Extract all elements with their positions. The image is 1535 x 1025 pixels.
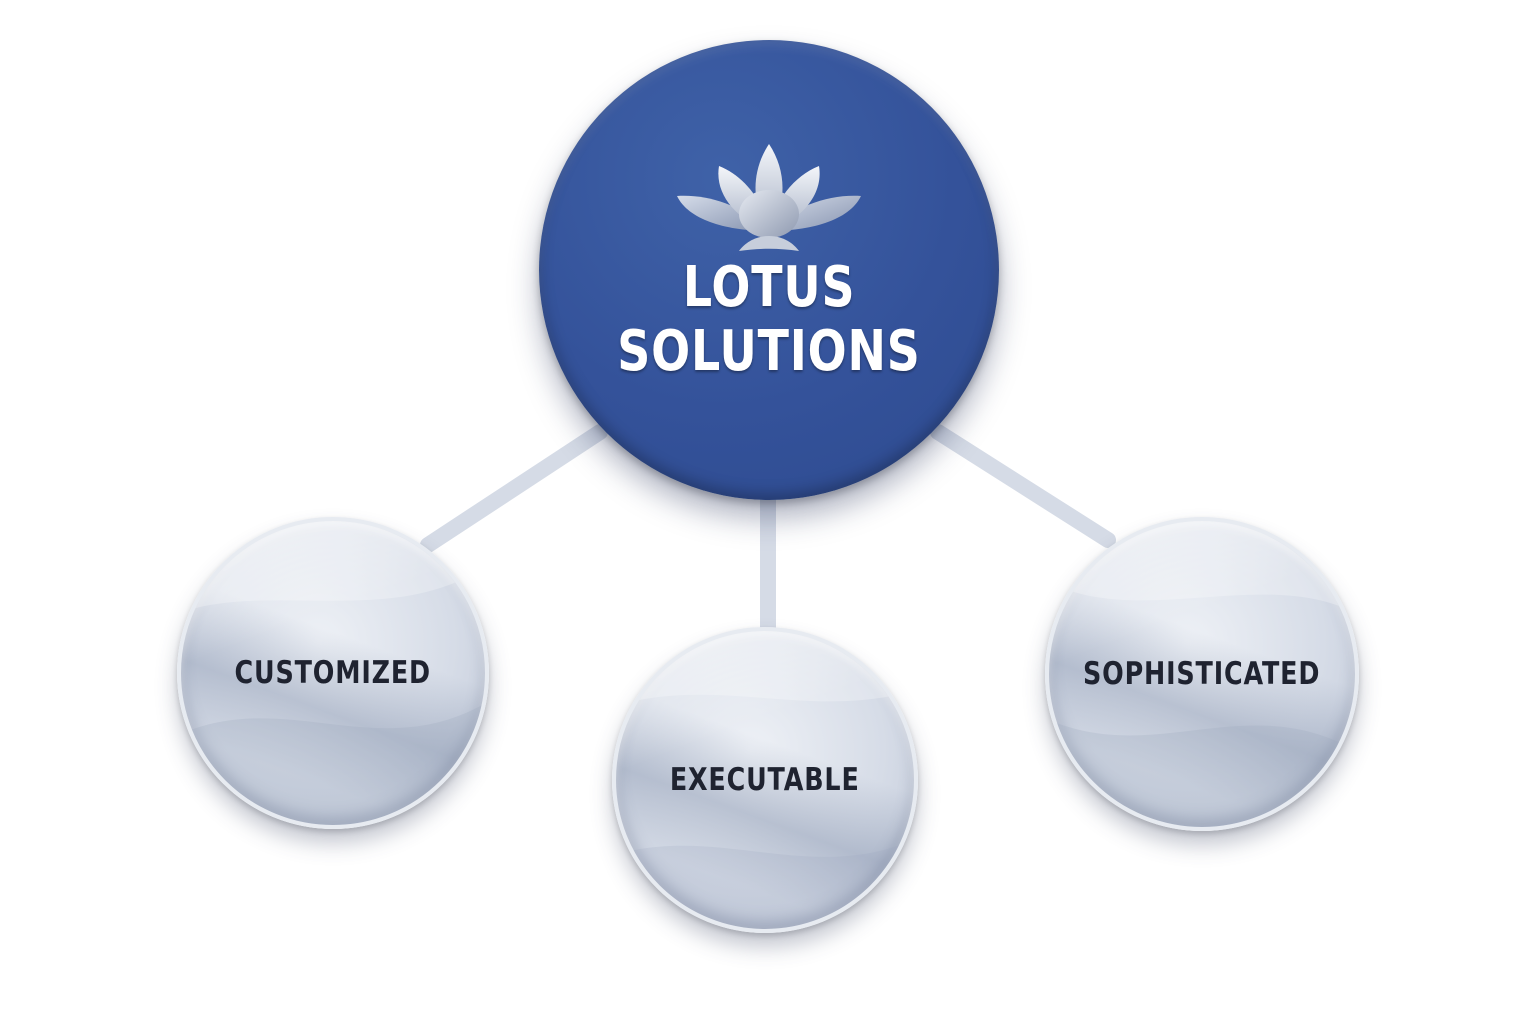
- lotus-flower-icon: [677, 144, 861, 251]
- node-label: EXECUTABLE: [670, 762, 860, 798]
- node-label: SOPHISTICATED: [1083, 656, 1321, 692]
- connector-right: [930, 424, 1116, 548]
- connector-left: [420, 424, 608, 553]
- node-sophisticated: SOPHISTICATED: [1045, 517, 1359, 831]
- title-line-2: SOLUTIONS: [617, 319, 921, 384]
- title-line-1: LOTUS: [682, 255, 856, 320]
- node-executable: EXECUTABLE: [612, 627, 918, 933]
- central-node: LOTUS SOLUTIONS: [539, 40, 999, 500]
- node-label: CUSTOMIZED: [234, 655, 432, 691]
- node-customized: CUSTOMIZED: [177, 517, 489, 829]
